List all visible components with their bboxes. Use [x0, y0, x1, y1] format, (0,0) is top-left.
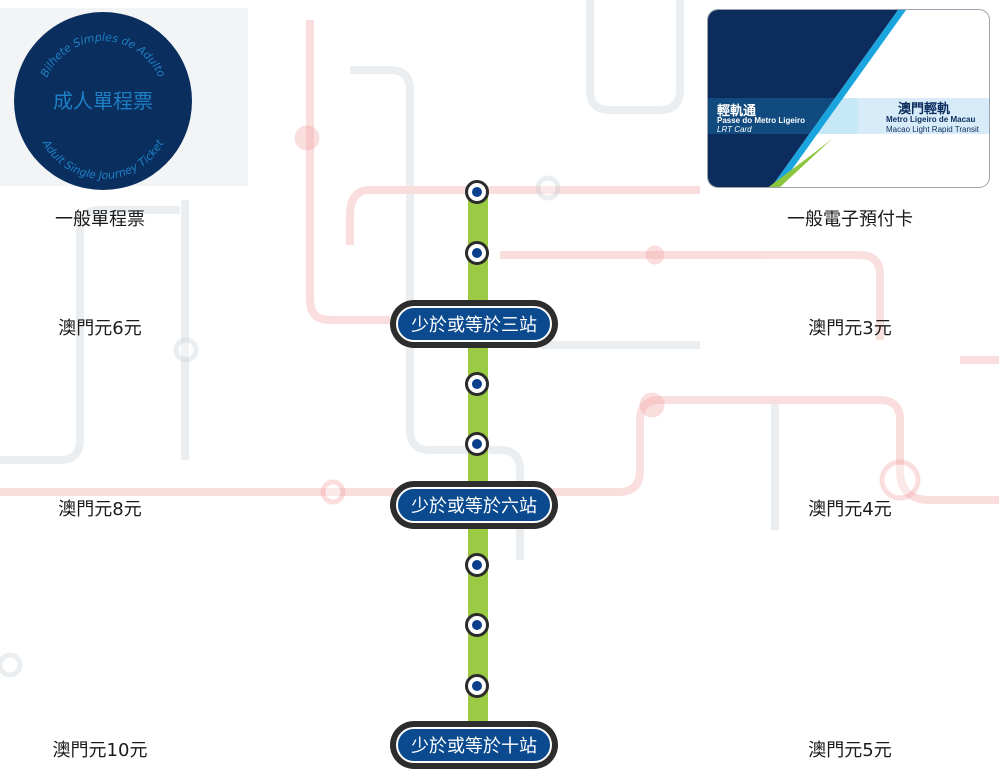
card-fare-tier-3: 澳門元5元	[808, 740, 892, 761]
station-dot	[465, 553, 489, 577]
station-dot	[465, 674, 489, 698]
fare-tier-pill-3: 少於或等於十站	[390, 721, 558, 769]
card-brand-zh: 澳門輕軌	[898, 101, 951, 116]
station-dot	[465, 372, 489, 396]
single-journey-ticket-title: 一般單程票	[55, 209, 145, 230]
card-name-zh: 輕軌通	[717, 103, 757, 118]
fare-tier-label-1: 少於或等於三站	[396, 306, 552, 342]
fare-tier-label-2: 少於或等於六站	[396, 487, 552, 523]
fare-tier-pill-1: 少於或等於三站	[390, 300, 558, 348]
card-name-pt: Passe do Metro Ligeiro	[717, 116, 806, 125]
prepaid-card-title: 一般電子預付卡	[787, 209, 913, 230]
fare-tier-label-3: 少於或等於十站	[396, 727, 552, 763]
card-name-en: LRT Card	[717, 125, 752, 134]
card-fare-tier-2: 澳門元4元	[808, 499, 892, 520]
single-fare-tier-1: 澳門元6元	[58, 318, 142, 339]
station-dot	[465, 613, 489, 637]
card-brand-pt: Metro Ligeiro de Macau	[886, 115, 976, 124]
card-fare-tier-1: 澳門元3元	[808, 318, 892, 339]
single-journey-token-image: Bilhete Simples de Adulto 成人單程票 Adult Si…	[14, 12, 192, 190]
single-fare-tier-3: 澳門元10元	[52, 740, 148, 761]
station-dot	[465, 241, 489, 265]
station-dot	[465, 432, 489, 456]
fare-tier-pill-2: 少於或等於六站	[390, 481, 558, 529]
token-text-main: 成人單程票	[53, 89, 153, 113]
station-dot	[465, 180, 489, 204]
card-brand-en: Macao Light Rapid Transit	[886, 125, 979, 134]
lrt-line	[468, 192, 488, 722]
lrt-card-image: 輕軌通 Passe do Metro Ligeiro LRT Card 澳門輕軌…	[707, 9, 990, 188]
single-fare-tier-2: 澳門元8元	[58, 499, 142, 520]
